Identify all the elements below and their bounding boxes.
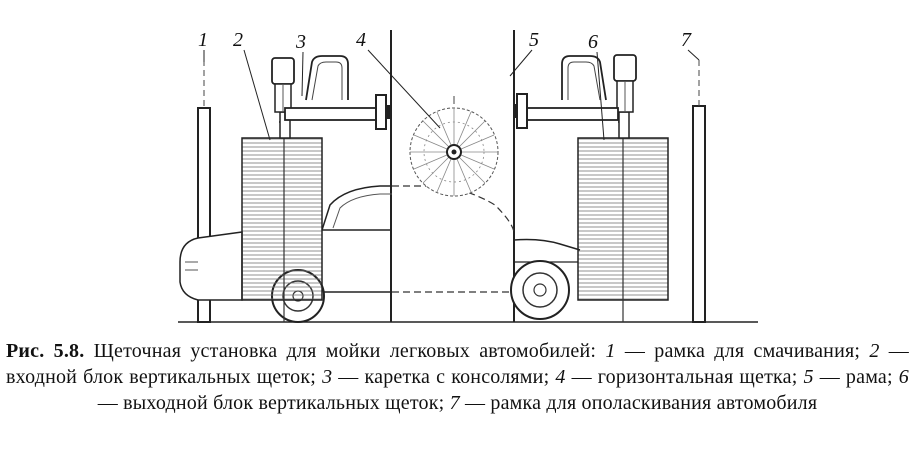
caption-item-7-text: — рамка для ополаскивания автомобиля <box>459 392 818 414</box>
entry-brush-block <box>241 111 323 322</box>
caption-item-6-text: — выходной блок вертикальных щеток; <box>97 392 450 414</box>
caption-label: Рис. 5.8. <box>6 340 85 362</box>
rinse-frame <box>692 60 706 323</box>
caption-item-2-num: 2 <box>869 340 880 362</box>
label-6: 6 <box>588 31 598 53</box>
caption-item-1-num: 1 <box>605 340 616 362</box>
caption-title: Щеточная установка для мойки легковых ав… <box>84 340 606 362</box>
carriage-right <box>514 54 637 129</box>
leader-lines <box>203 49 700 141</box>
car <box>179 185 581 323</box>
carriage-left <box>271 55 391 130</box>
figure-caption: Рис. 5.8. Щеточная установка для мойки л… <box>6 338 909 416</box>
caption-item-4-num: 4 <box>555 366 566 388</box>
caption-item-5-num: 5 <box>803 366 814 388</box>
brush-wash-diagram: 1 2 3 4 5 6 7 <box>178 29 758 323</box>
caption-item-1-text: — рамка для смачивания; <box>615 340 870 362</box>
label-4: 4 <box>356 29 366 51</box>
caption-item-7-num: 7 <box>449 392 460 414</box>
label-2: 2 <box>233 29 243 51</box>
label-3: 3 <box>295 31 306 53</box>
caption-item-3-num: 3 <box>322 366 333 388</box>
horizontal-brush <box>409 96 499 197</box>
main-frame <box>390 30 515 322</box>
caption-item-4-text: — горизонтальная щетка; <box>565 366 804 388</box>
caption-item-5-text: — рама; <box>813 366 899 388</box>
caption-item-6-num: 6 <box>898 366 909 388</box>
label-1: 1 <box>198 29 208 51</box>
exit-brush-block <box>577 111 669 322</box>
label-7: 7 <box>681 29 692 51</box>
label-5: 5 <box>529 29 539 51</box>
caption-item-2-text: — входной блок вертикальных щеток; <box>6 340 910 388</box>
caption-item-3-text: — каретка с консолями; <box>332 366 556 388</box>
